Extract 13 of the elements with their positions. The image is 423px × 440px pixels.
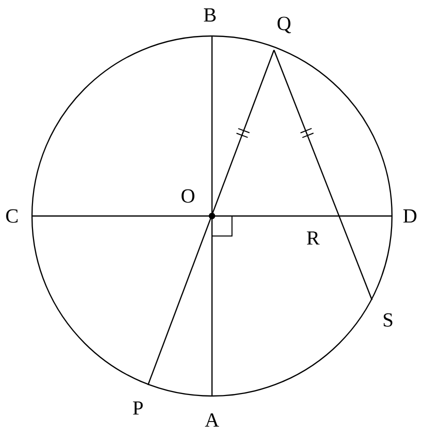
line-segment bbox=[32, 215, 392, 217]
line-segment bbox=[147, 50, 275, 386]
point-label: A bbox=[204, 413, 220, 427]
point-label: R bbox=[306, 231, 320, 245]
point-label: P bbox=[133, 401, 143, 415]
point-label: B bbox=[204, 8, 216, 22]
point-label: O bbox=[182, 189, 194, 203]
point-label: Q bbox=[278, 16, 291, 34]
line-segment bbox=[211, 36, 213, 396]
point-label: D bbox=[403, 209, 416, 223]
point-label: S bbox=[384, 313, 392, 327]
line-segment bbox=[273, 50, 373, 300]
point-label: C bbox=[6, 209, 18, 223]
